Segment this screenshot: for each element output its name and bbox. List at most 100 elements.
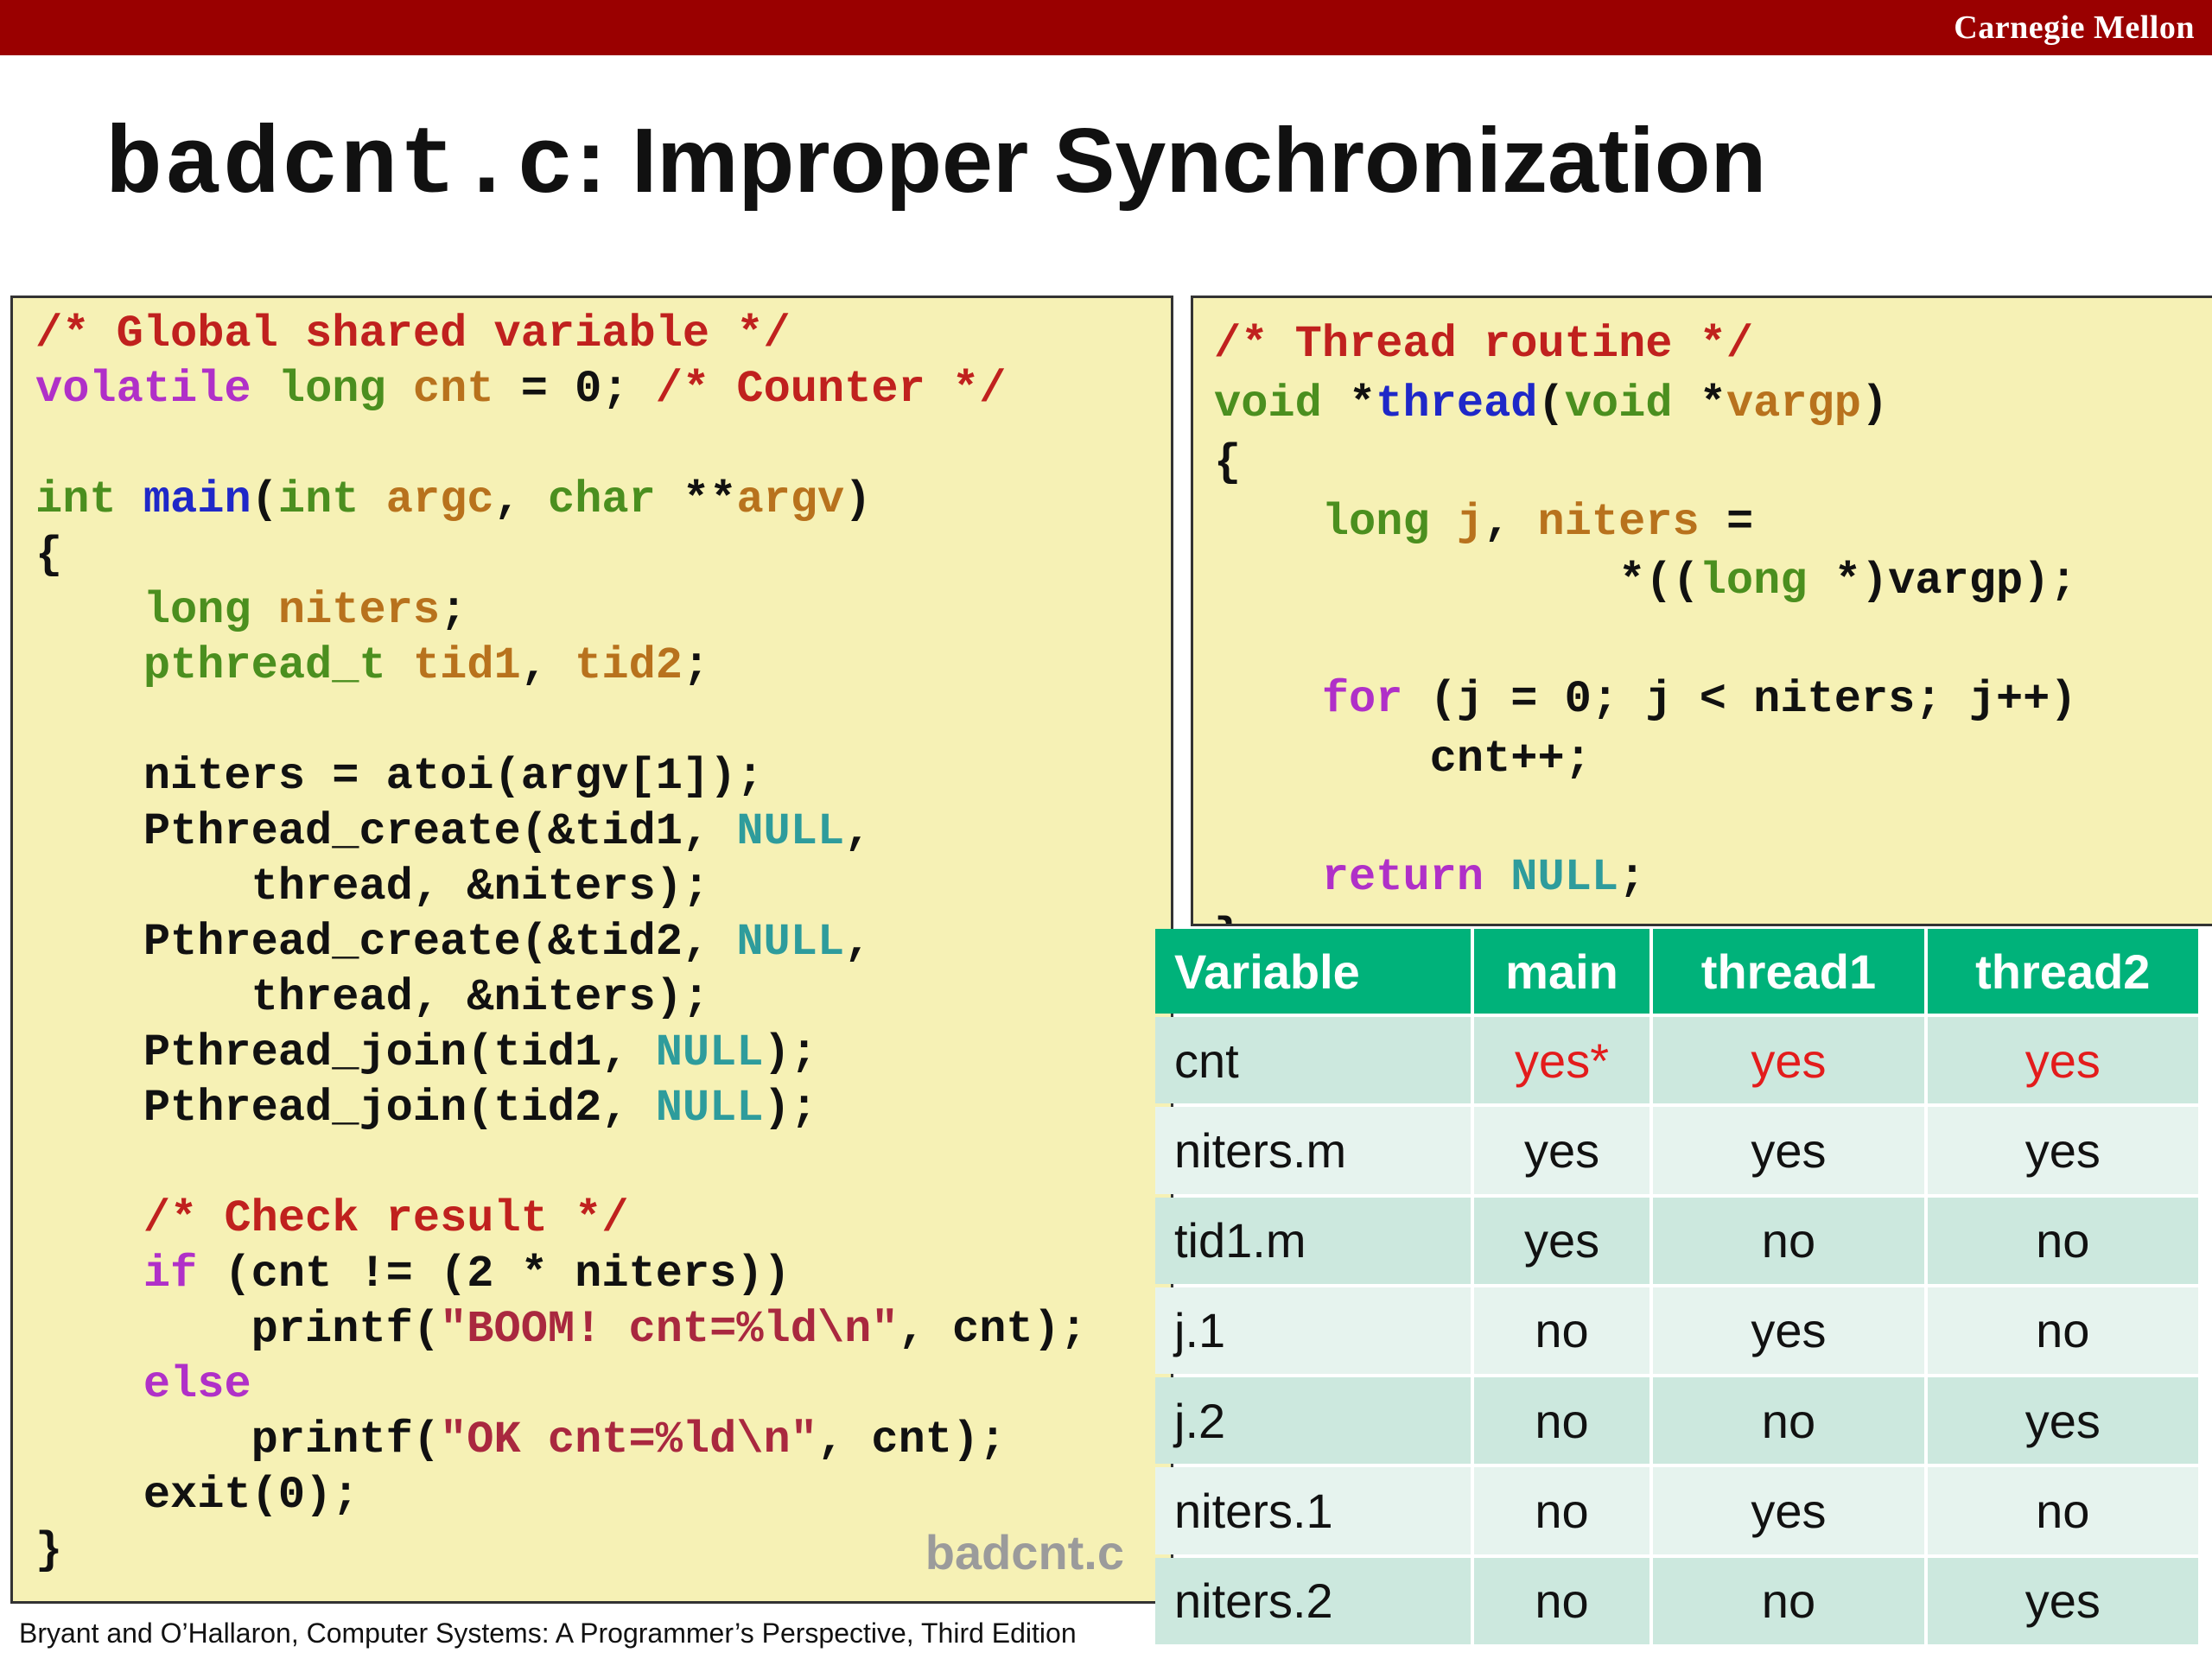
- code-token: = 0;: [493, 364, 656, 415]
- file-label: badcnt.c: [925, 1525, 1124, 1580]
- table-cell: no: [1653, 1197, 1924, 1284]
- code-line: /* Thread routine */: [1214, 315, 2077, 375]
- table-cell: yes: [1653, 1467, 1924, 1554]
- code-token: thread, &niters);: [35, 972, 710, 1023]
- code-token: (j = 0; j < niters; j++): [1402, 674, 2077, 725]
- code-line: cnt++;: [1214, 730, 2077, 790]
- code-token: NULL: [655, 1083, 764, 1134]
- thread-code-box: /* Thread routine */void *thread(void *v…: [1191, 296, 2212, 926]
- code-line: pthread_t tid1, tid2;: [35, 639, 1087, 694]
- code-line: [1214, 789, 2077, 849]
- table-cell: no: [1653, 1557, 1924, 1644]
- code-token: ;: [1618, 851, 1646, 903]
- table-header-cell: main: [1473, 929, 1650, 1014]
- code-token: vargp: [1726, 378, 1861, 429]
- code-token: exit(0);: [35, 1470, 359, 1521]
- code-line: /* Global shared variable */: [35, 307, 1087, 362]
- code-token: {: [1214, 437, 1242, 488]
- code-token: volatile: [35, 364, 251, 415]
- code-token: argc: [385, 474, 494, 525]
- code-token: [251, 364, 278, 415]
- code-token: cnt: [412, 364, 494, 415]
- code-line: *((long *)vargp);: [1214, 552, 2077, 612]
- code-token: [1484, 852, 1510, 903]
- code-token: *((: [1214, 556, 1700, 607]
- table-cell: niters.2: [1155, 1557, 1471, 1644]
- table-cell: yes: [1927, 1377, 2198, 1465]
- code-token: [251, 585, 278, 636]
- code-token: }: [35, 1525, 63, 1576]
- table-cell: no: [1473, 1287, 1650, 1375]
- table-cell: yes: [1653, 1107, 1924, 1194]
- code-token: int: [277, 474, 359, 525]
- code-token: void: [1214, 378, 1322, 429]
- table-cell: yes: [1653, 1287, 1924, 1375]
- code-line: Pthread_join(tid1, NULL);: [35, 1026, 1087, 1081]
- code-token: [1430, 497, 1457, 548]
- code-line: thread, &niters);: [35, 970, 1087, 1026]
- code-line: /* Check result */: [35, 1192, 1087, 1247]
- code-token: Pthread_create(&tid2,: [35, 917, 737, 968]
- code-line: [35, 417, 1087, 473]
- code-line: [1214, 612, 2077, 671]
- code-line: Pthread_create(&tid2, NULL,: [35, 915, 1087, 970]
- code-token: *: [1672, 378, 1726, 429]
- code-token: "BOOM! cnt=%ld\n": [440, 1304, 899, 1355]
- code-token: /* Global shared variable */: [35, 308, 791, 359]
- table-cell: niters.1: [1155, 1467, 1471, 1554]
- code-token: /* Check result */: [143, 1193, 629, 1244]
- code-token: cnt++;: [1214, 733, 1592, 785]
- table-header-cell: thread2: [1927, 929, 2198, 1014]
- table-cell: yes: [1653, 1017, 1924, 1104]
- code-token: ,: [844, 917, 872, 968]
- table-cell: no: [1653, 1377, 1924, 1465]
- code-token: }: [1214, 911, 1241, 924]
- code-token: Pthread_join(tid2,: [35, 1083, 656, 1134]
- code-token: NULL: [655, 1027, 764, 1078]
- code-token: NULL: [736, 806, 845, 857]
- code-token: if: [143, 1249, 198, 1300]
- code-token: **: [655, 474, 737, 525]
- code-token: ,: [1484, 496, 1538, 548]
- code-token: [117, 474, 143, 525]
- code-token: /* Thread routine */: [1214, 319, 1754, 370]
- code-token: [386, 364, 413, 415]
- footer-citation: Bryant and O’Hallaron, Computer Systems:…: [19, 1618, 1077, 1649]
- table-cell: no: [1927, 1197, 2198, 1284]
- code-line: exit(0);: [35, 1468, 1087, 1523]
- title-code: badcnt.c: [105, 113, 576, 221]
- slide-title: badcnt.c : Improper Synchronization: [105, 109, 1766, 221]
- code-token: niters = atoi(argv[1]);: [35, 751, 764, 802]
- code-line: niters = atoi(argv[1]);: [35, 749, 1087, 804]
- code-token: =: [1699, 496, 1754, 548]
- code-line: if (cnt != (2 * niters)): [35, 1247, 1087, 1302]
- code-token: "OK cnt=%ld\n": [440, 1414, 817, 1465]
- code-token: *)vargp);: [1807, 556, 2077, 607]
- code-token: for: [1321, 674, 1403, 725]
- code-token: ): [844, 474, 872, 525]
- code-line: [35, 1136, 1087, 1192]
- code-token: thread, &niters);: [35, 861, 710, 912]
- code-token: [1214, 497, 1322, 548]
- table-cell: yes: [1473, 1107, 1650, 1194]
- code-token: /* Counter */: [655, 364, 1007, 415]
- table-header-cell: thread1: [1653, 929, 1924, 1014]
- code-line: long j, niters =: [1214, 493, 2077, 553]
- code-line: for (j = 0; j < niters; j++): [1214, 671, 2077, 730]
- code-line: {: [35, 528, 1087, 583]
- code-token: thread: [1376, 378, 1538, 429]
- code-token: [359, 474, 386, 525]
- code-token: NULL: [1510, 851, 1619, 903]
- code-token: NULL: [736, 917, 845, 968]
- table-cell: yes: [1927, 1107, 2198, 1194]
- thread-code-listing: /* Thread routine */void *thread(void *v…: [1214, 315, 2077, 924]
- code-line: else: [35, 1357, 1087, 1413]
- code-token: printf(: [35, 1414, 441, 1465]
- code-token: void: [1564, 378, 1673, 429]
